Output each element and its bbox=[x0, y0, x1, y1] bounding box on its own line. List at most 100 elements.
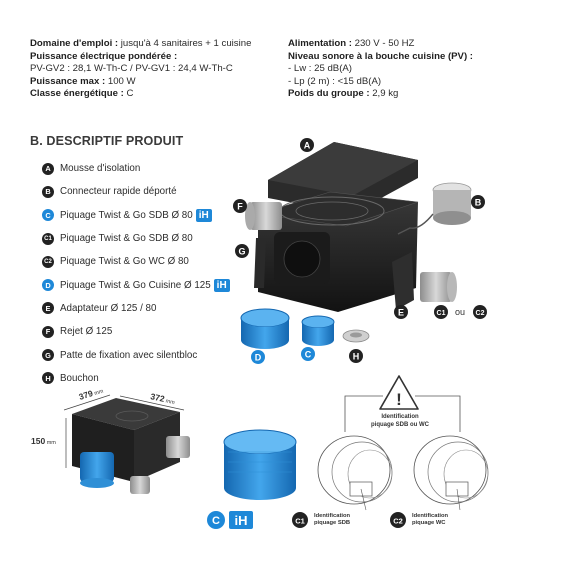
spigot-opening bbox=[447, 272, 457, 302]
foam-lid bbox=[268, 142, 418, 214]
letter-badge: G bbox=[42, 349, 54, 362]
letter-badge: D bbox=[42, 279, 54, 292]
spec-column-left: Domaine d'emploi : jusqu'à 4 sanitaires … bbox=[30, 38, 288, 101]
blue-spigot bbox=[80, 452, 114, 482]
svg-text:H: H bbox=[353, 352, 360, 362]
plug-cap-center bbox=[350, 332, 362, 338]
svg-text:C: C bbox=[305, 350, 312, 360]
svg-text:D: D bbox=[255, 353, 262, 363]
spec-line: Classe énergétique : C bbox=[30, 88, 134, 100]
id-title-line2: piquage SDB ou WC bbox=[371, 422, 430, 428]
ring-c bbox=[302, 322, 334, 346]
spigot-drawing-wc bbox=[413, 435, 489, 511]
letter-badge: F bbox=[42, 325, 54, 338]
unit-side bbox=[134, 412, 180, 482]
id-c1-line1: Identification bbox=[314, 513, 351, 519]
spigot-drawing-sdb bbox=[317, 435, 393, 511]
spec-line: - Lp (2 m) : <15 dB(A) bbox=[288, 75, 382, 87]
callout-c2: C2 bbox=[390, 512, 406, 528]
spec-line: Niveau sonore à la bouche cuisine (PV) : bbox=[288, 50, 473, 62]
letter-badge: A bbox=[42, 162, 54, 175]
letter-badge: C bbox=[42, 209, 54, 222]
dim-line-width bbox=[119, 395, 185, 411]
unit-front bbox=[72, 414, 134, 482]
svg-text:iH: iH bbox=[235, 513, 248, 528]
dim-width: 372mm bbox=[150, 391, 177, 406]
connector-cable bbox=[397, 213, 434, 235]
callout-c1: C1 bbox=[292, 512, 308, 528]
grey-spigot bbox=[166, 436, 190, 458]
callout-c2: C2 bbox=[473, 305, 487, 319]
identification-diagram: ! Identification piquage SDB ou WC C1 Id… bbox=[292, 375, 489, 528]
spec-line: - Lw : 25 dB(A) bbox=[288, 63, 352, 75]
spec-line: Alimentation : 230 V - 50 HZ bbox=[288, 38, 415, 49]
unit-top bbox=[257, 191, 419, 227]
dim-line-depth bbox=[63, 394, 111, 411]
id-c1-line2: piquage SDB bbox=[314, 520, 350, 526]
exploded-unit bbox=[240, 142, 472, 349]
svg-text:C2: C2 bbox=[393, 517, 403, 526]
fan-ring bbox=[279, 196, 385, 226]
section-title: B. DESCRIPTIF PRODUIT bbox=[30, 134, 184, 148]
callout-badges: A B F G E C1 ou C2 D C H bbox=[233, 138, 487, 364]
ring-ribs bbox=[228, 451, 292, 473]
ring-c-detail: C iH bbox=[207, 429, 297, 529]
ih-badge: iH bbox=[195, 208, 212, 222]
id-c2-line2: piquage WC bbox=[412, 520, 446, 526]
callout-e: E bbox=[394, 305, 408, 319]
svg-text:C1: C1 bbox=[295, 517, 305, 526]
blue-spigot-opening bbox=[80, 478, 114, 488]
unit-body bbox=[258, 192, 418, 312]
ih-badge: iH bbox=[213, 278, 230, 292]
fan-ring bbox=[115, 410, 149, 422]
callout-d: D bbox=[251, 350, 265, 364]
adapter-plate bbox=[392, 252, 414, 310]
foam-lid-top bbox=[268, 142, 418, 196]
ring-c-top bbox=[301, 315, 335, 329]
spec-line: Domaine d'emploi : jusqu'à 4 sanitaires … bbox=[30, 38, 252, 49]
letter-badge: E bbox=[42, 302, 54, 315]
unit-top bbox=[72, 398, 180, 430]
outlet-hole bbox=[283, 240, 321, 278]
svg-text:C: C bbox=[212, 515, 220, 527]
letter-badge: H bbox=[42, 372, 54, 385]
specifications: Domaine d'emploi : jusqu'à 4 sanitaires … bbox=[30, 38, 550, 101]
letter-badge: B bbox=[42, 185, 54, 198]
fan-ring bbox=[295, 201, 369, 221]
rejet-pipe bbox=[250, 202, 282, 230]
letter-badge: C1 bbox=[42, 232, 54, 245]
svg-text:A: A bbox=[304, 141, 311, 151]
callout-c: C bbox=[301, 347, 315, 361]
svg-text:B: B bbox=[475, 198, 482, 208]
svg-text:E: E bbox=[398, 308, 404, 318]
spec-line: Poids du groupe : 2,9 kg bbox=[288, 88, 399, 100]
warning-icon bbox=[379, 375, 419, 410]
callout-c bbox=[207, 511, 225, 529]
fixing-bracket bbox=[254, 238, 266, 288]
connector-base bbox=[433, 211, 471, 225]
callout-h: H bbox=[349, 349, 363, 363]
plug-cap bbox=[342, 329, 370, 343]
ih-badge bbox=[229, 511, 253, 529]
svg-text:C2: C2 bbox=[476, 310, 485, 317]
callout-a: A bbox=[300, 138, 314, 152]
connector-body bbox=[433, 190, 471, 218]
callout-b: B bbox=[471, 195, 485, 209]
bracket-lines bbox=[344, 395, 461, 432]
warning-symbol: ! bbox=[396, 390, 402, 409]
connector-cap bbox=[432, 182, 472, 198]
id-title-line1: Identification bbox=[381, 414, 419, 420]
grey-spigot bbox=[130, 476, 150, 494]
or-label: ou bbox=[455, 307, 465, 317]
